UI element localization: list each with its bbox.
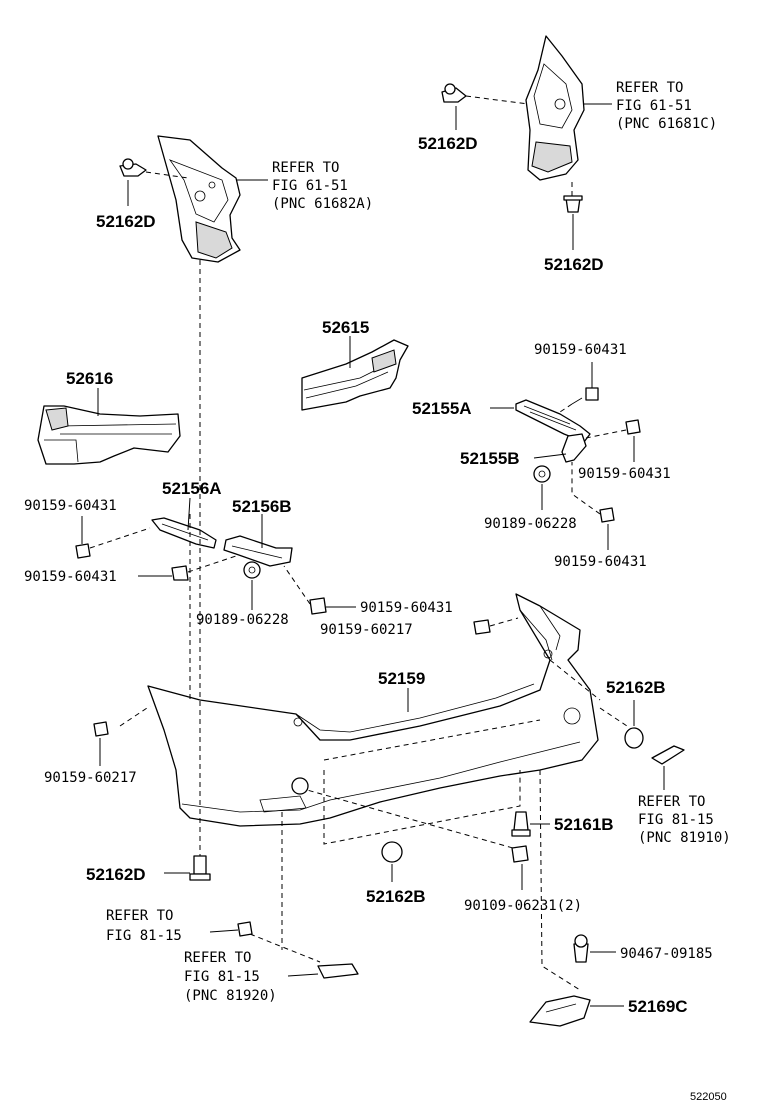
nut-90189-06228-left [243, 561, 261, 579]
reference-61682A-line3: (PNC 61682A) [272, 196, 373, 212]
bolt-label-90109-06231: 90109-06231(2) [464, 898, 582, 914]
reference-61682A-line1: REFER TO [272, 160, 339, 176]
figure-id: 522050 [690, 1091, 727, 1103]
bolt-label-90159-60431-left-low: 90159-60431 [24, 569, 117, 585]
reference-61681C-line2: FIG 61-51 [616, 98, 692, 114]
bolt-label-90159-60431-center: 90159-60431 [360, 600, 453, 616]
cap-52162B-lower [291, 777, 403, 863]
retainer-52156B-part [223, 535, 293, 567]
part-label-52162B-lower: 52162B [366, 887, 426, 906]
retainer-52615-part [301, 339, 409, 411]
part-label-52162D-upper-left: 52162D [96, 212, 156, 231]
bracket-52169C-part [529, 995, 591, 1027]
reference-81910-line3: (PNC 81910) [638, 830, 731, 846]
part-label-52156A: 52156A [162, 479, 222, 498]
right-quarter-bracket-part [525, 35, 585, 181]
clip-52162D-upper-left [119, 158, 147, 177]
bolt-label-90189-06228-left: 90189-06228 [196, 612, 289, 628]
bolt-label-90159-60431-right-mid: 90159-60431 [578, 466, 671, 482]
left-quarter-bracket-part [157, 135, 241, 263]
bolt-90159-60431-right-mid [625, 419, 641, 435]
bolt-90159-60217-right [473, 619, 491, 635]
clip-52162D-upper-right [441, 83, 467, 103]
reference-61681C-line1: REFER TO [616, 80, 683, 96]
reference-61681C-line3: (PNC 61681C) [616, 116, 717, 132]
bolt-label-90159-60431-left-top: 90159-60431 [24, 498, 117, 514]
part-label-52616: 52616 [66, 369, 113, 388]
reflector-81920-part [317, 963, 359, 979]
reference-81910-line1: REFER TO [638, 794, 705, 810]
part-label-52162D-lower: 52162D [86, 865, 146, 884]
rear-bumper-cover-52159-part [147, 593, 599, 827]
bolt-90109-06231-part [511, 845, 529, 863]
cap-52162B-right [624, 727, 644, 749]
bolt-label-90159-60217-right: 90159-60217 [320, 622, 413, 638]
reference-81-15-screw-line1: REFER TO [106, 908, 173, 924]
bolt-label-90159-60217-left: 90159-60217 [44, 770, 137, 786]
bolt-label-90189-06228-right: 90189-06228 [484, 516, 577, 532]
reference-81910-line2: FIG 81-15 [638, 812, 714, 828]
nut-90189-06228-right [533, 465, 551, 483]
reference-81920-line3: (PNC 81920) [184, 988, 277, 1004]
bolt-90159-60431-left-low [171, 565, 189, 581]
part-label-52156B: 52156B [232, 497, 292, 516]
bolt-90159-60431-center [309, 597, 327, 615]
part-label-52162B-right: 52162B [606, 678, 666, 697]
bolt-label-90467-09185: 90467-09185 [620, 946, 713, 962]
part-label-52162D-right-lower: 52162D [544, 255, 604, 274]
part-label-52161B: 52161B [554, 815, 614, 834]
bolt-label-90159-60431-right-low: 90159-60431 [554, 554, 647, 570]
bolt-90159-60431-right-low [599, 507, 615, 523]
part-label-52169C: 52169C [628, 997, 688, 1016]
part-label-52159: 52159 [378, 669, 425, 688]
screw-fig-81-15-part [237, 921, 253, 937]
bolt-90159-60217-left [93, 721, 109, 737]
reference-81920-line2: FIG 81-15 [184, 969, 260, 985]
clip-90467-09185-part [573, 934, 589, 963]
part-label-52155B: 52155B [460, 449, 520, 468]
clip-52162D-right-lower [563, 195, 583, 213]
part-label-52162D-upper-right: 52162D [418, 134, 478, 153]
bolt-90159-60431-right-top [571, 387, 599, 405]
clip-52161B-part [511, 811, 531, 837]
bolt-label-90159-60431-right-top: 90159-60431 [534, 342, 627, 358]
clip-52162D-lower [189, 855, 211, 881]
reference-81920-line1: REFER TO [184, 950, 251, 966]
retainer-52155B-part [561, 433, 587, 463]
retainer-52156A-part [151, 517, 217, 549]
part-label-52155A: 52155A [412, 399, 472, 418]
reference-61682A-line2: FIG 61-51 [272, 178, 348, 194]
reference-81-15-screw-line2: FIG 81-15 [106, 928, 182, 944]
bolt-90159-60431-left-top [75, 543, 91, 559]
part-label-52615: 52615 [322, 318, 369, 337]
reflector-81910-part [651, 745, 685, 765]
retainer-52616-part [37, 405, 181, 465]
